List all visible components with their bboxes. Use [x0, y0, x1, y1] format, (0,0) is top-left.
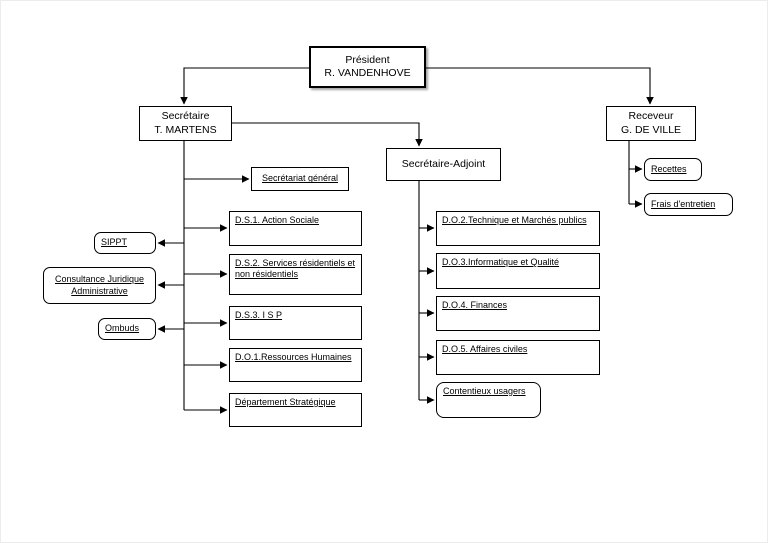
node-frais-entretien: Frais d'entretien	[644, 193, 733, 216]
node-receveur: Receveur G. DE VILLE	[606, 106, 696, 141]
node-departement-strategique: Département Stratégique	[229, 393, 362, 427]
ds2-label: D.S.2. Services résidentiels et non rési…	[235, 258, 356, 280]
president-name: R. VANDENHOVE	[324, 67, 411, 79]
node-do5-affaires-civiles: D.O.5. Affaires civiles	[436, 340, 600, 375]
do3-label: D.O.3.Informatique et Qualité	[442, 257, 560, 267]
node-secretariat-general: Secrétariat général	[251, 167, 349, 191]
ds1-label: D.S.1. Action Sociale	[235, 215, 320, 225]
frais-entretien-label: Frais d'entretien	[651, 198, 716, 209]
node-sippt: SIPPT	[94, 232, 156, 254]
do5-label: D.O.5. Affaires civiles	[442, 344, 528, 354]
consultance-juridique-label: Consultance Juridique Administrative	[54, 274, 145, 296]
node-do4-finances: D.O.4. Finances	[436, 296, 600, 331]
ds3-label: D.S.3. I S P	[235, 310, 283, 320]
secretaire-name: T. MARTENS	[154, 123, 217, 136]
do1-label: D.O.1.Ressources Humaines	[235, 352, 352, 362]
secretariat-general-label: Secrétariat général	[261, 173, 339, 184]
node-secretaire: Secrétaire T. MARTENS	[139, 106, 232, 141]
do4-label: D.O.4. Finances	[442, 300, 508, 310]
node-ds3-isp: D.S.3. I S P	[229, 306, 362, 340]
node-secretaire-adjoint: Secrétaire-Adjoint	[386, 148, 501, 181]
node-contentieux-usagers: Contentieux usagers	[436, 382, 541, 418]
node-consultance-juridique: Consultance Juridique Administrative	[43, 267, 156, 304]
node-ds1-action-sociale: D.S.1. Action Sociale	[229, 211, 362, 246]
node-ds2-services-residentiels: D.S.2. Services résidentiels et non rési…	[229, 254, 362, 295]
node-do2-technique-marches-publics: D.O.2.Technique et Marchés publics	[436, 211, 600, 246]
contentieux-usagers-label: Contentieux usagers	[443, 386, 526, 396]
ombuds-label: Ombuds	[105, 323, 140, 334]
secretaire-adjoint-label: Secrétaire-Adjoint	[401, 157, 486, 170]
do2-label: D.O.2.Technique et Marchés publics	[442, 215, 587, 225]
node-ombuds: Ombuds	[98, 318, 156, 340]
node-president: Président R. VANDENHOVE	[309, 46, 426, 88]
node-do1-ressources-humaines: D.O.1.Ressources Humaines	[229, 348, 362, 382]
node-do3-informatique-qualite: D.O.3.Informatique et Qualité	[436, 253, 600, 289]
receveur-name: G. DE VILLE	[620, 123, 682, 136]
departement-strategique-label: Département Stratégique	[235, 397, 336, 407]
president-title: Président	[345, 53, 390, 66]
recettes-label: Recettes	[651, 163, 687, 174]
node-recettes: Recettes	[644, 158, 702, 181]
receveur-title: Receveur	[628, 110, 674, 123]
sippt-label: SIPPT	[101, 237, 128, 248]
secretaire-title: Secrétaire	[161, 110, 210, 123]
